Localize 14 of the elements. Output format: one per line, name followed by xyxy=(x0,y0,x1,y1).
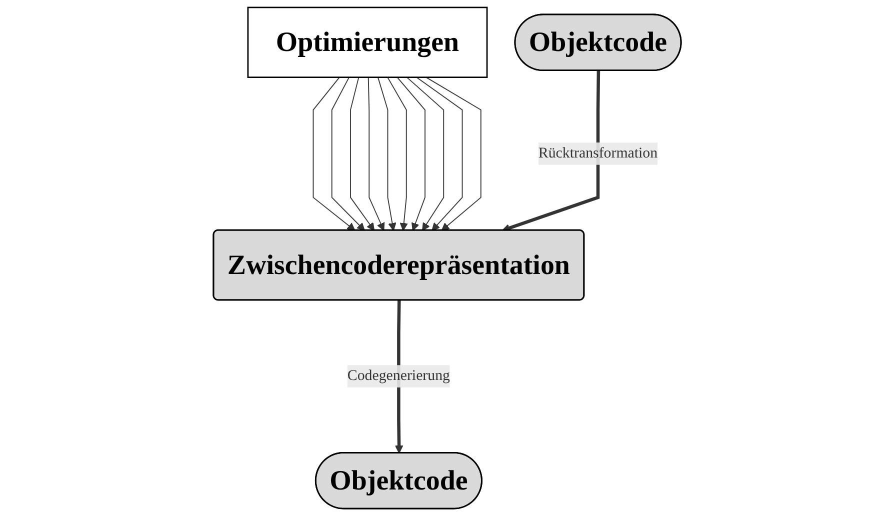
arrow xyxy=(378,76,397,231)
arrow xyxy=(406,76,444,231)
arrow xyxy=(397,76,426,231)
arrow xyxy=(368,76,385,231)
node-box: Optimierungen xyxy=(248,6,488,78)
arrow xyxy=(350,76,375,231)
arrow xyxy=(426,76,482,231)
arrow xyxy=(502,70,600,232)
arrow xyxy=(387,76,408,231)
arrow xyxy=(313,76,356,231)
arrow xyxy=(332,76,366,231)
edge-label: Rücktransformation xyxy=(538,145,658,162)
edge-label: Codegenerierung xyxy=(348,368,450,384)
arrow xyxy=(416,76,463,231)
